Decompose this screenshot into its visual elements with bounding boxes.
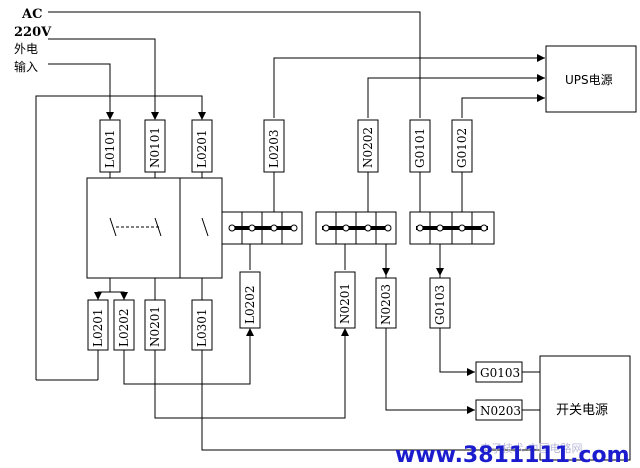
wire-text-G0103-h: G0103	[480, 366, 520, 380]
wire-label-L0202-mid: L0202	[239, 271, 261, 329]
wire-text-N0202: N0202	[361, 127, 375, 168]
wire-label-N0201-bot: N0201	[144, 299, 166, 351]
wire-label-G0103-h: G0103	[475, 361, 523, 383]
terminal-block-2	[315, 211, 397, 245]
wire-text-N0203-h: N0203	[480, 404, 521, 418]
input-label-voltage: 220V	[14, 25, 52, 40]
wire-text-L0202-mid: L0202	[243, 285, 257, 324]
wire-label-N0203-h: N0203	[475, 399, 523, 421]
wire-text-G0103-mid: G0103	[433, 285, 447, 325]
watermark-text: www.3811111.com	[395, 443, 630, 468]
wire-label-L0201-bot: L0201	[87, 299, 109, 351]
wire-text-N0101: N0101	[148, 127, 162, 168]
terminal-block-1	[221, 211, 303, 245]
wire-label-L0101: L0101	[99, 119, 121, 173]
wire-text-L0201-bot: L0201	[91, 308, 105, 347]
wire-text-L0202-bot: L0202	[117, 308, 131, 347]
wire-text-L0201-top: L0201	[195, 129, 209, 168]
arrowheads	[94, 54, 545, 414]
input-label-external: 外电	[14, 42, 38, 56]
ups-power-box: UPS电源	[545, 45, 637, 113]
wire-label-G0102: G0102	[451, 119, 473, 173]
wire-label-N0202: N0202	[357, 119, 379, 173]
wire-text-N0201-bot: N0201	[148, 306, 162, 347]
ups-power-label: UPS电源	[565, 73, 613, 87]
wire-label-G0101: G0101	[409, 119, 431, 173]
wire-label-N0201-mid: N0201	[334, 271, 356, 329]
wire-label-L0202-bot: L0202	[113, 299, 135, 351]
switching-psu-box: 开关电源	[539, 355, 631, 461]
wire-text-N0203-mid: N0203	[379, 284, 393, 325]
terminal-block-3	[409, 211, 495, 245]
watermark-subtext: 电子技术·中国电路网	[480, 442, 583, 455]
wire-label-G0103-mid: G0103	[429, 277, 451, 329]
wire-text-L0301: L0301	[195, 308, 209, 347]
wire-label-N0101: N0101	[144, 119, 166, 173]
wire-text-G0101: G0101	[413, 128, 427, 168]
wire-label-L0201-top: L0201	[191, 119, 213, 173]
switching-psu-label: 开关电源	[556, 403, 608, 418]
wire-label-N0203-mid: N0203	[375, 277, 397, 329]
wire-label-L0203: L0203	[263, 119, 285, 173]
breaker-block	[86, 177, 223, 279]
input-label-ac: AC	[21, 7, 42, 22]
wire-label-L0301: L0301	[191, 299, 213, 351]
wire-text-N0201-mid: N0201	[338, 283, 352, 324]
input-label-input: 输入	[14, 59, 38, 74]
watermark: 电子技术·中国电路网 www.3811111.com	[395, 442, 630, 468]
wire-text-L0203: L0203	[267, 129, 281, 168]
wire-text-G0102: G0102	[455, 128, 469, 168]
wire-text-L0101: L0101	[103, 129, 117, 168]
